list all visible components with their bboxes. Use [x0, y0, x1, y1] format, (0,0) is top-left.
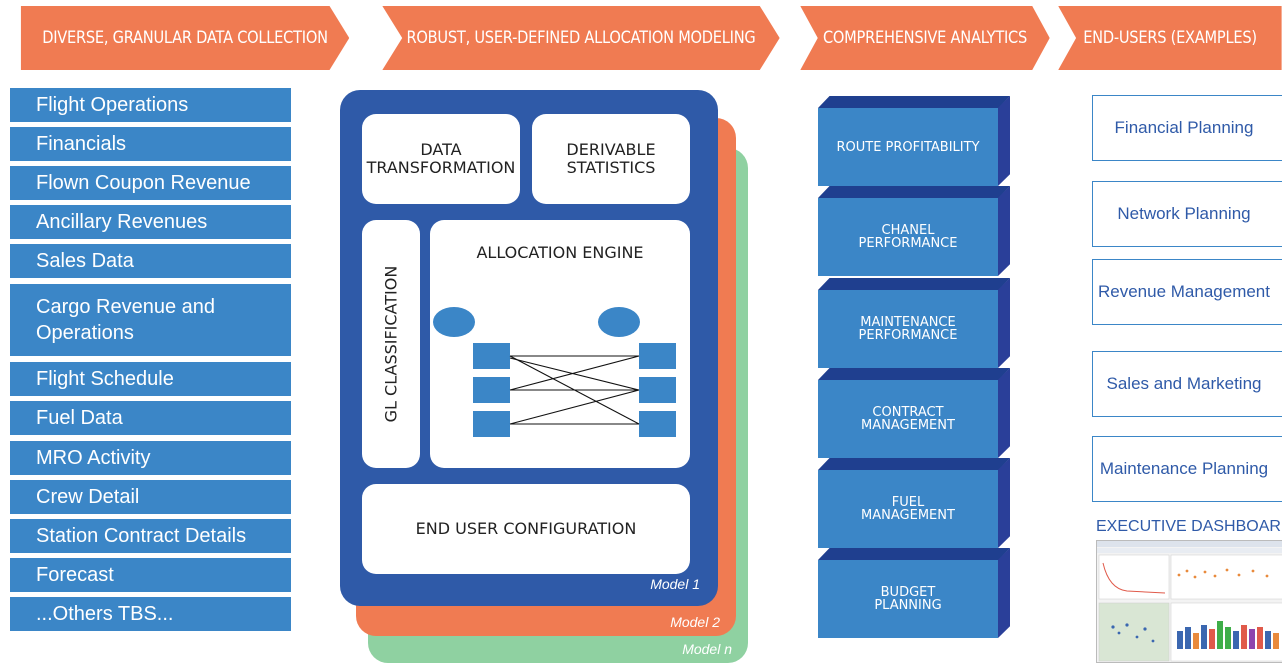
- stage-label: DIVERSE, GRANULAR DATA COLLECTION: [42, 28, 328, 48]
- analytics-label: MAINTENANCE PERFORMANCE: [858, 315, 958, 343]
- end-user-revenue-management: Revenue Management: [1092, 259, 1282, 325]
- block-top-face: [818, 278, 1010, 290]
- analytics-block-budget-planning: BUDGET PLANNING: [818, 548, 1010, 638]
- block-front-face: MAINTENANCE PERFORMANCE: [818, 290, 998, 368]
- block-side-face: [998, 548, 1010, 638]
- block-top-face: [818, 548, 1010, 560]
- source-flight-schedule: Flight Schedule: [10, 362, 291, 396]
- stage-arrow-end-users: END-USERS (EXAMPLES): [1058, 6, 1282, 70]
- engine-input-box: [473, 343, 510, 369]
- allocation-engine-graphic: [433, 307, 676, 437]
- derivable-statistics-label: DERIVABLE STATISTICS: [566, 140, 656, 177]
- source-forecast: Forecast: [10, 558, 291, 592]
- gl-classification-box: GL CLASSIFICATION: [362, 220, 420, 468]
- engine-output-box: [639, 343, 676, 369]
- source-others-tbs: ...Others TBS...: [10, 597, 291, 631]
- block-side-face: [998, 458, 1010, 548]
- source-flight-operations: Flight Operations: [10, 88, 291, 122]
- end-user-configuration-label: END USER CONFIGURATION: [415, 519, 637, 538]
- stage-arrow-analytics: COMPREHENSIVE ANALYTICS: [800, 6, 1050, 70]
- block-front-face: FUEL MANAGEMENT: [818, 470, 998, 548]
- derivable-statistics-box: DERIVABLE STATISTICS: [532, 114, 690, 204]
- analytics-block-chanel-performance: CHANEL PERFORMANCE: [818, 186, 1010, 276]
- source-sales-data: Sales Data: [10, 244, 291, 278]
- source-crew-detail: Crew Detail: [10, 480, 291, 514]
- block-front-face: ROUTE PROFITABILITY: [818, 108, 998, 186]
- analytics-block-contract-management: CONTRACT MANAGEMENT: [818, 368, 1010, 458]
- gl-classification-label: GL CLASSIFICATION: [381, 265, 400, 423]
- block-side-face: [998, 96, 1010, 186]
- end-user-sales-marketing: Sales and Marketing: [1092, 351, 1282, 417]
- source-financials: Financials: [10, 127, 291, 161]
- engine-output-box: [639, 411, 676, 437]
- block-top-face: [818, 368, 1010, 380]
- block-top-face: [818, 458, 1010, 470]
- stage-arrow-data-collection: DIVERSE, GRANULAR DATA COLLECTION: [20, 6, 350, 70]
- analytics-block-maintenance-performance: MAINTENANCE PERFORMANCE: [818, 278, 1010, 368]
- analytics-label: BUDGET PLANNING: [874, 585, 942, 613]
- data-transformation-box: DATA TRANSFORMATION: [362, 114, 520, 204]
- dashboard-title: EXECUTIVE DASHBOARD: [1096, 518, 1282, 535]
- source-flown-coupon-revenue: Flown Coupon Revenue: [10, 166, 291, 200]
- allocation-engine-label: ALLOCATION ENGINE: [476, 243, 644, 262]
- source-fuel-data: Fuel Data: [10, 401, 291, 435]
- data-transformation-label: DATA TRANSFORMATION: [366, 140, 516, 177]
- block-top-face: [818, 96, 1010, 108]
- stage-arrow-allocation-modeling: ROBUST, USER-DEFINED ALLOCATION MODELING: [382, 6, 780, 70]
- model-2-label: Model 2: [670, 614, 720, 630]
- block-top-face: [818, 186, 1010, 198]
- end-user-network-planning: Network Planning: [1092, 181, 1282, 247]
- block-side-face: [998, 186, 1010, 276]
- dashboard-thumbnail: [1096, 540, 1282, 663]
- analytics-block-route-profitability: ROUTE PROFITABILITY: [818, 96, 1010, 186]
- stage-label: END-USERS (EXAMPLES): [1083, 28, 1257, 48]
- analytics-label: FUEL MANAGEMENT: [861, 495, 955, 523]
- model-1-card: DATA TRANSFORMATION DERIVABLE STATISTICS…: [340, 90, 718, 606]
- block-side-face: [998, 368, 1010, 458]
- source-mro-activity: MRO Activity: [10, 441, 291, 475]
- block-front-face: BUDGET PLANNING: [818, 560, 998, 638]
- model-n-label: Model n: [682, 641, 732, 657]
- engine-output-box: [639, 377, 676, 403]
- source-ancillary-revenues: Ancillary Revenues: [10, 205, 291, 239]
- analytics-block-fuel-management: FUEL MANAGEMENT: [818, 458, 1010, 548]
- source-cargo-revenue: Cargo Revenue and Operations: [10, 284, 291, 356]
- model-1-label: Model 1: [650, 576, 700, 592]
- engine-connector-lines: [509, 355, 640, 425]
- stage-label: COMPREHENSIVE ANALYTICS: [822, 28, 1028, 48]
- end-user-financial-planning: Financial Planning: [1092, 95, 1282, 161]
- dashboard-preview-graphic: [1097, 541, 1282, 662]
- engine-input-box: [473, 411, 510, 437]
- engine-node-circle: [598, 307, 640, 337]
- source-station-contract-details: Station Contract Details: [10, 519, 291, 553]
- block-front-face: CHANEL PERFORMANCE: [818, 198, 998, 276]
- analytics-label: CHANEL PERFORMANCE: [858, 223, 958, 251]
- stage-label: ROBUST, USER-DEFINED ALLOCATION MODELING: [406, 28, 756, 48]
- end-user-maintenance-planning: Maintenance Planning: [1092, 436, 1282, 502]
- engine-input-box: [473, 377, 510, 403]
- analytics-label: ROUTE PROFITABILITY: [836, 139, 980, 155]
- block-front-face: CONTRACT MANAGEMENT: [818, 380, 998, 458]
- analytics-label: CONTRACT MANAGEMENT: [861, 405, 955, 433]
- allocation-engine-box: ALLOCATION ENGINE: [430, 220, 690, 468]
- block-side-face: [998, 278, 1010, 368]
- end-user-configuration-box: END USER CONFIGURATION: [362, 484, 690, 574]
- engine-node-circle: [433, 307, 475, 337]
